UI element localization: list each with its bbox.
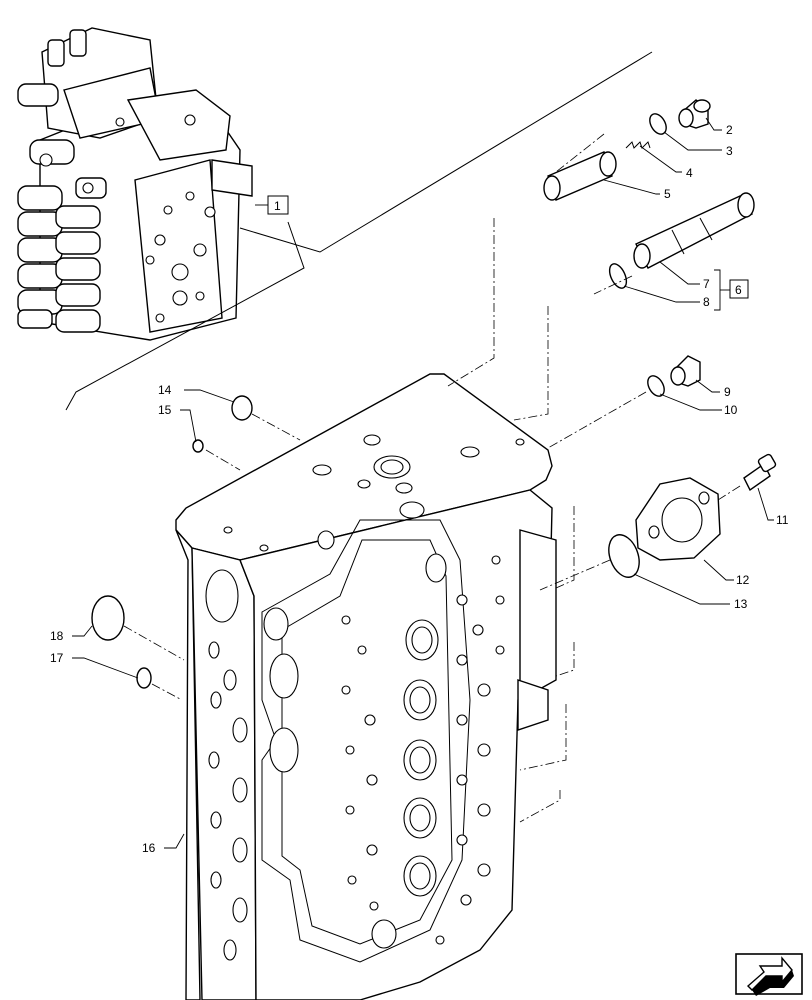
callout-18: 18 xyxy=(50,629,64,643)
arrow-navigation-icon[interactable] xyxy=(735,953,803,996)
callout-6: 6 xyxy=(735,283,742,297)
callout-15: 15 xyxy=(158,403,172,417)
callout-box-1 xyxy=(267,195,289,215)
part-17-o-ring xyxy=(136,667,152,689)
callout-9: 9 xyxy=(724,385,731,399)
leader-lines xyxy=(72,117,774,849)
callout-14: 14 xyxy=(158,383,172,397)
zoom-frame-line xyxy=(65,221,305,411)
part-10-o-ring xyxy=(647,375,665,397)
callout-3: 3 xyxy=(726,144,733,158)
part-2-plug xyxy=(678,99,711,129)
part-9-plug xyxy=(670,355,701,387)
callout-1: 1 xyxy=(274,199,281,213)
callout-6-bracket xyxy=(714,269,721,311)
callout-8: 8 xyxy=(703,295,710,309)
part-4-spring xyxy=(625,141,651,149)
part-7-spool xyxy=(633,192,755,269)
callout-5: 5 xyxy=(664,187,671,201)
assembly-axis-lines xyxy=(123,133,741,823)
part-12-flange-cover xyxy=(635,477,721,561)
valve-section-body xyxy=(175,373,557,1000)
part-11-bolt xyxy=(743,453,777,492)
callout-17: 17 xyxy=(50,651,64,665)
part-18-o-ring xyxy=(91,595,125,641)
part-14-o-ring xyxy=(231,395,253,421)
part-15-o-ring xyxy=(192,439,204,453)
part-5-piston xyxy=(543,151,617,201)
callout-13: 13 xyxy=(734,597,748,611)
callout-box-6 xyxy=(729,279,749,299)
zoom-frame-line xyxy=(239,51,653,253)
callout-4: 4 xyxy=(686,166,693,180)
callout-11: 11 xyxy=(776,513,789,527)
control-valve-assembly-thumbnail xyxy=(17,27,253,341)
callout-16: 16 xyxy=(142,841,156,855)
callout-2: 2 xyxy=(726,123,733,137)
part-8-o-ring xyxy=(608,263,628,289)
callout-10: 10 xyxy=(724,403,738,417)
solenoid-stack-left xyxy=(17,83,107,333)
callout-7: 7 xyxy=(703,277,710,291)
callout-12: 12 xyxy=(736,573,750,587)
part-3-o-ring xyxy=(649,113,667,135)
part-13-o-ring xyxy=(608,534,640,578)
